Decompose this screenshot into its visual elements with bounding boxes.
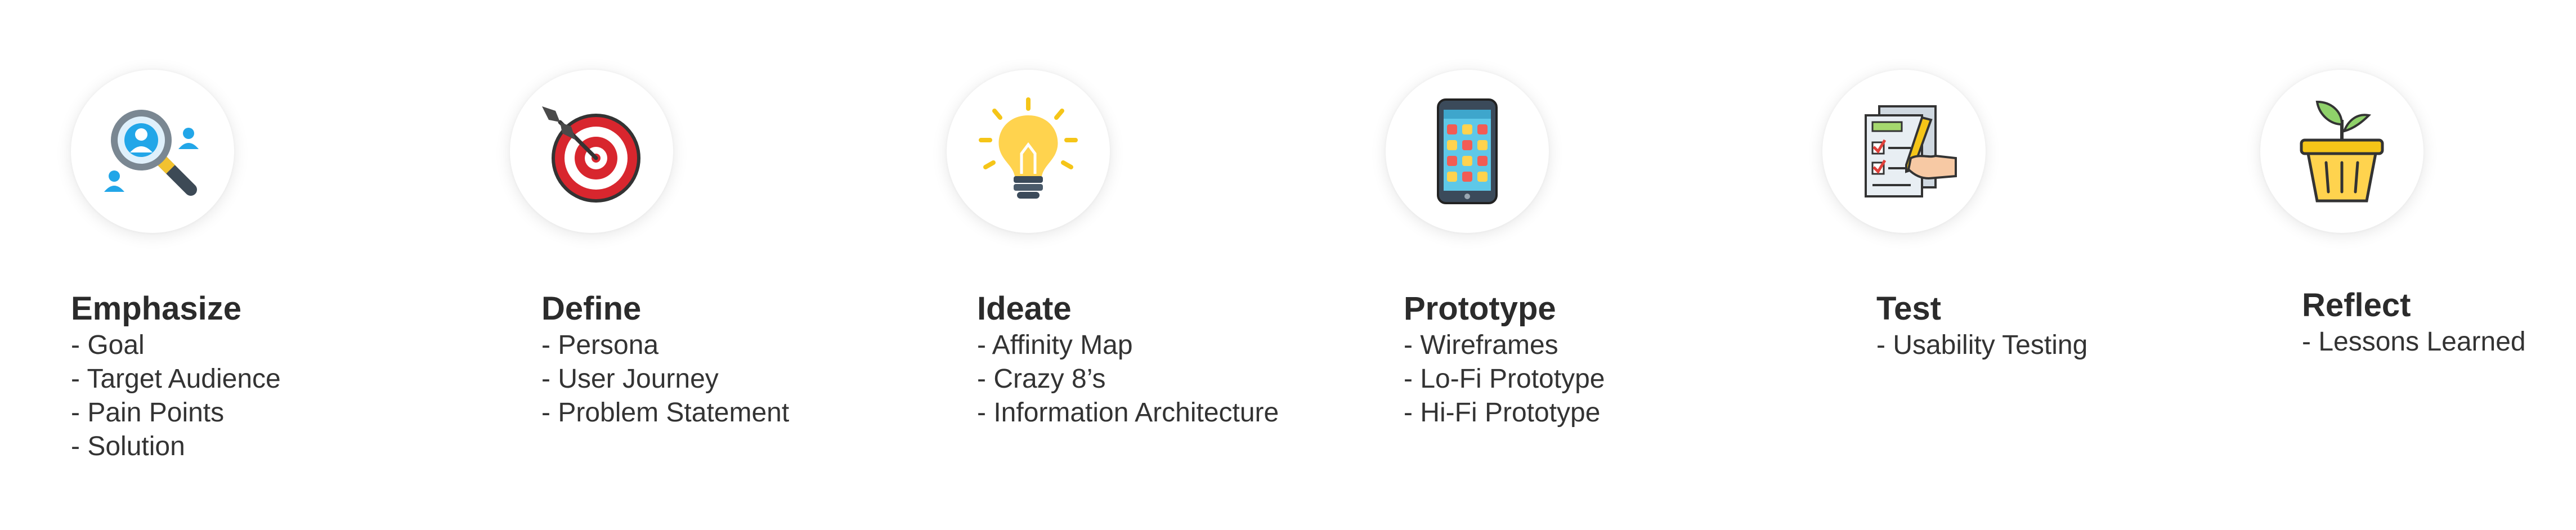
step-ideate: Ideate - Affinity Map - Crazy 8’s - Info… <box>0 0 1279 530</box>
target-dart-icon <box>542 106 640 203</box>
test-icon-circle <box>1822 70 1986 233</box>
define-icon-circle <box>510 70 673 233</box>
list-item: - Hi-Fi Prototype <box>1404 398 1601 428</box>
list-item: - Lo-Fi Prototype <box>1404 364 1605 394</box>
step-title: Ideate <box>977 290 1072 327</box>
step-items: - Goal - Target Audience - Pain Points -… <box>71 329 281 464</box>
list-item: - Pain Points <box>71 398 225 428</box>
list-item: - Problem Statement <box>541 398 790 428</box>
checklist-pen-icon <box>1865 105 1957 197</box>
step-items: - Wireframes - Lo-Fi Prototype - Hi-Fi P… <box>1404 329 1605 430</box>
step-items: - Persona - User Journey - Problem State… <box>541 329 789 430</box>
step-emphasize: Emphasize - Goal - Target Audience - Pai… <box>0 0 394 530</box>
step-define: Define - Persona - User Journey - Proble… <box>0 0 789 530</box>
list-item: - Wireframes <box>1404 330 1558 360</box>
list-item: - Goal <box>71 330 145 360</box>
step-title: Prototype <box>1404 290 1556 327</box>
list-item: - Persona <box>541 330 659 360</box>
list-item: - Solution <box>71 432 185 461</box>
step-items: - Lessons Learned <box>2302 325 2526 359</box>
ideate-icon-circle <box>947 70 1110 233</box>
prototype-icon-circle <box>1386 70 1549 233</box>
list-item: - Affinity Map <box>977 330 1133 360</box>
step-test: Test - Usability Testing <box>0 0 2087 530</box>
potted-plant-icon <box>2300 100 2384 203</box>
step-items: - Affinity Map - Crazy 8’s - Information… <box>977 329 1279 430</box>
magnifier-users-icon <box>104 110 199 196</box>
step-items: - Usability Testing <box>1876 329 2087 362</box>
list-item: - Information Architecture <box>977 398 1279 428</box>
step-title: Define <box>541 290 642 327</box>
list-item: - Crazy 8’s <box>977 364 1106 394</box>
step-title: Test <box>1876 290 1941 327</box>
step-title: Reflect <box>2302 287 2411 324</box>
list-item: - User Journey <box>541 364 719 394</box>
smartphone-app-grid-icon <box>1437 98 1498 204</box>
list-item: - Target Audience <box>71 364 281 394</box>
step-prototype: Prototype - Wireframes - Lo-Fi Prototype… <box>0 0 1605 530</box>
list-item: - Usability Testing <box>1876 330 2088 360</box>
reflect-icon-circle <box>2260 70 2423 233</box>
lightbulb-icon <box>979 97 1078 199</box>
list-item: - Lessons Learned <box>2302 327 2526 357</box>
step-title: Emphasize <box>71 290 241 327</box>
emphasize-icon-circle <box>71 70 234 233</box>
